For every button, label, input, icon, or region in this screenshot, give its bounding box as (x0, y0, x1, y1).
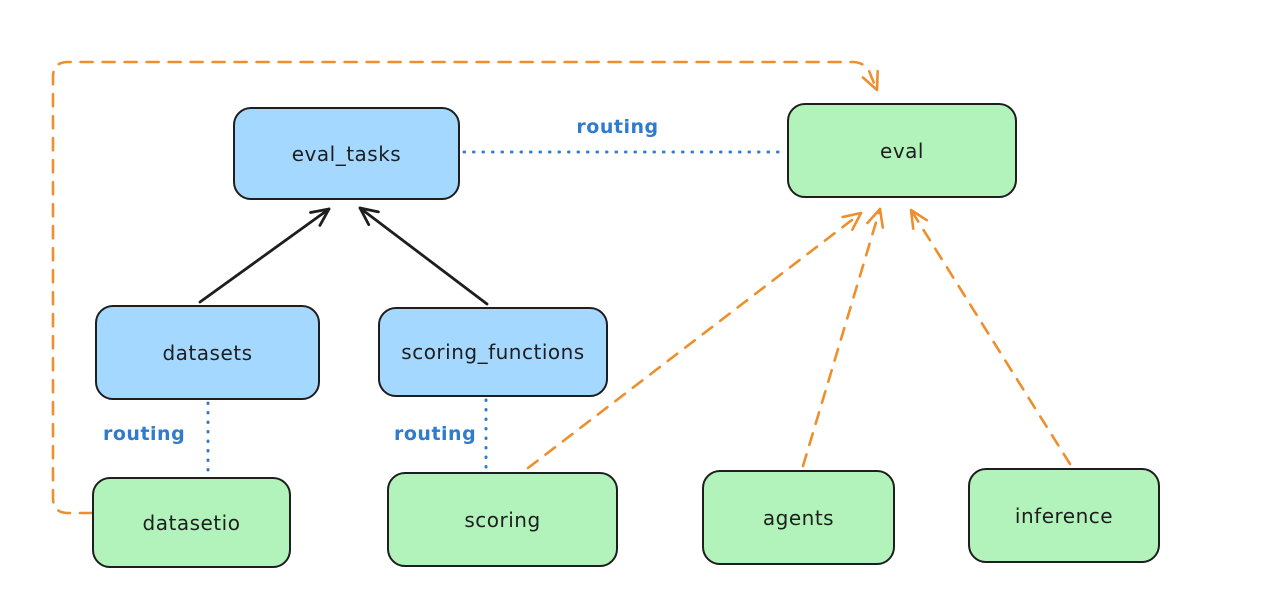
node-datasetio: datasetio (92, 477, 291, 568)
node-eval-tasks: eval_tasks (233, 107, 460, 200)
connector-inference-to-eval (909, 208, 1072, 466)
node-eval-tasks-label: eval_tasks (291, 141, 402, 166)
node-inference: inference (968, 468, 1160, 563)
node-scoring: scoring (387, 472, 618, 567)
connector-datasets-to-eval-tasks (198, 207, 331, 304)
node-inference-label: inference (1014, 503, 1114, 528)
edge-label-routing-datasets-datasetio: routing (103, 423, 186, 445)
node-agents-label: agents (762, 505, 835, 530)
node-datasets-label: datasets (162, 340, 253, 365)
edge-label-routing-scoring-functions-scoring: routing (394, 423, 477, 445)
node-datasets: datasets (95, 305, 320, 400)
node-scoring-functions: scoring_functions (378, 307, 608, 397)
edge-label-routing-eval-tasks-eval: routing (576, 116, 659, 138)
connector-agents-to-eval (801, 207, 885, 468)
connector-scoring-functions-to-eval-tasks (358, 206, 489, 306)
connector-datasetio-to-eval (51, 60, 879, 515)
node-scoring-functions-label: scoring_functions (401, 340, 585, 364)
node-eval-label: eval (880, 138, 924, 163)
node-scoring-label: scoring (464, 507, 541, 532)
node-datasetio-label: datasetio (142, 510, 241, 535)
node-eval: eval (787, 103, 1017, 198)
node-agents: agents (702, 470, 895, 565)
